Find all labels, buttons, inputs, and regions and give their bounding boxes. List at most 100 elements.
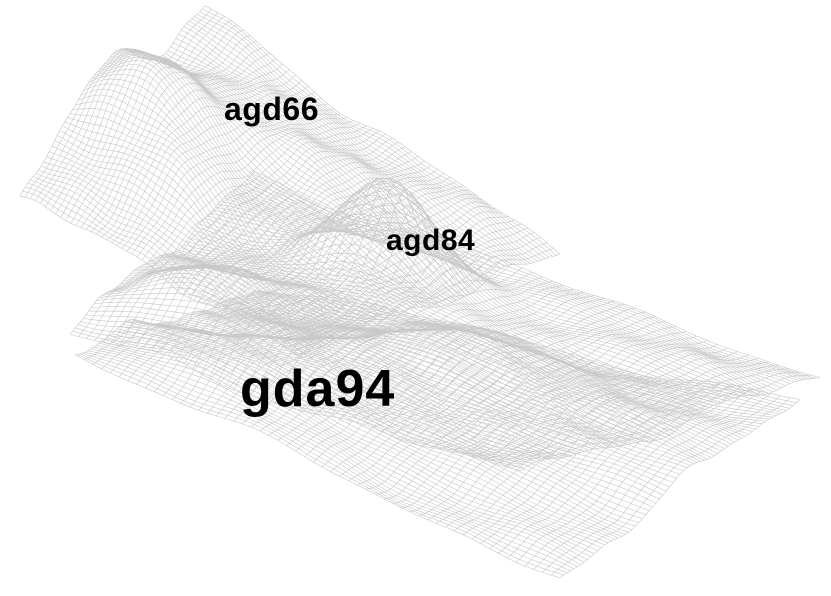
mesh-line-1-col-17 (64, 121, 364, 324)
mesh-line-2-col-69 (252, 173, 816, 379)
mesh-line-2-col-66 (244, 181, 803, 381)
mesh-line-3-col-60 (233, 297, 766, 422)
mesh-line-3-col-16 (117, 328, 616, 540)
mesh-line-3-col-8 (96, 344, 588, 560)
mesh-line-3-col-41 (183, 316, 701, 462)
mesh-line-1-col-70 (204, 5, 561, 255)
mesh-line-3-col-25 (141, 321, 646, 515)
mesh-line-3-col-17 (119, 326, 619, 539)
mesh-line-2-col-50 (201, 177, 735, 399)
mesh-line-2-col-61 (231, 191, 782, 388)
agd66-surface-label: agd66 (224, 91, 319, 127)
mesh-line-2-col-70 (254, 171, 821, 378)
mesh-line-3-col-69 (257, 291, 797, 403)
mesh-line-3-col-62 (238, 297, 773, 418)
mesh-line-1-col-24 (83, 83, 390, 319)
mesh-line-3-col-26 (143, 322, 650, 511)
mesh-line-3-col-68 (254, 291, 794, 406)
mesh-line-3-col-1 (77, 354, 564, 576)
mesh-line-2-col-64 (238, 186, 795, 383)
mesh-line-3-col-67 (252, 292, 790, 409)
mesh-line-2-col-59 (225, 195, 774, 393)
mesh-line-3-col-42 (185, 315, 705, 461)
mesh-line-1-col-35 (112, 50, 431, 308)
mesh-line-2-col-62 (233, 189, 786, 386)
mesh-line-3-col-50 (207, 310, 732, 445)
mesh-line-3-col-29 (151, 323, 660, 500)
mesh-line-3-col-10 (101, 340, 595, 554)
mesh-line-2-col-15 (109, 272, 585, 452)
mesh-line-2-col-52 (207, 180, 744, 397)
mesh-line-3-col-22 (133, 319, 636, 527)
mesh-line-3-col-31 (156, 323, 667, 492)
mesh-line-1-col-67 (196, 14, 550, 258)
mesh-line-3-col-19 (125, 321, 626, 535)
mesh-line-2-col-7 (88, 310, 551, 459)
agd84-wireframe-surface (69, 171, 821, 471)
mesh-line-3-col-4 (85, 351, 574, 569)
mesh-line-3-col-30 (154, 323, 664, 496)
mesh-line-3-col-13 (109, 335, 605, 546)
mesh-line-1-col-25 (85, 78, 394, 318)
mesh-line-3-col-54 (217, 304, 746, 437)
mesh-line-3-col-39 (178, 319, 694, 465)
mesh-line-2-col-46 (191, 203, 718, 405)
mesh-line-3-col-64 (244, 295, 780, 415)
mesh-line-2-col-63 (236, 188, 791, 384)
mesh-line-1-col-49 (149, 58, 483, 286)
mesh-line-2-col-32 (154, 258, 658, 441)
mesh-line-3-col-6 (90, 348, 581, 565)
mesh-line-3-col-2 (80, 353, 568, 574)
mesh-line-3-col-45 (193, 311, 715, 456)
mesh-line-3-col-63 (241, 296, 777, 416)
mesh-line-2-col-3 (77, 324, 533, 464)
mesh-line-2-col-35 (162, 254, 671, 435)
mesh-line-3-col-5 (88, 350, 578, 567)
mesh-line-2-col-49 (199, 181, 731, 400)
agd84-surface-label: agd84 (386, 224, 476, 257)
mesh-line-2-col-43 (183, 233, 705, 410)
mesh-line-1-col-60 (178, 33, 524, 265)
mesh-line-3-col-14 (111, 333, 609, 544)
mesh-line-3-col-43 (188, 313, 708, 460)
mesh-line-3-col-23 (135, 319, 639, 523)
mesh-line-1-col-29 (96, 60, 408, 311)
mesh-line-1-col-54 (162, 55, 501, 269)
mesh-line-1-col-51 (154, 58, 490, 279)
mesh-line-2-col-54 (212, 193, 752, 396)
mesh-line-3-col-9 (98, 342, 592, 557)
mesh-line-1-col-0 (19, 195, 301, 358)
mesh-line-1-row-23 (136, 120, 354, 258)
mesh-line-2-col-39 (173, 252, 688, 422)
mesh-line-3-col-0 (74, 354, 561, 579)
mesh-line-3-col-61 (236, 297, 770, 420)
mesh-line-3-col-24 (138, 320, 643, 519)
mesh-line-3-col-47 (199, 311, 722, 452)
mesh-line-1-col-28 (93, 64, 405, 312)
agd66-wireframe-surface (19, 5, 561, 358)
mesh-line-1-col-62 (183, 26, 531, 264)
mesh-line-1-col-55 (165, 52, 505, 267)
mesh-line-1-col-68 (199, 11, 553, 257)
mesh-line-1-col-56 (167, 50, 509, 266)
mesh-line-2-col-48 (196, 187, 726, 401)
mesh-line-1-row-21 (126, 113, 341, 252)
mesh-line-3-col-66 (249, 293, 787, 411)
mesh-line-3-row-51 (524, 391, 761, 567)
mesh-line-3-col-27 (146, 323, 653, 508)
mesh-line-3-col-49 (204, 310, 729, 447)
mesh-line-3-col-48 (201, 310, 725, 449)
mesh-line-2-col-12 (101, 287, 572, 456)
mesh-line-1-col-58 (173, 42, 516, 265)
mesh-line-2-col-42 (180, 243, 701, 413)
mesh-line-1-col-65 (191, 18, 542, 261)
gda94-wireframe-surface (74, 290, 801, 579)
mesh-line-3-col-21 (130, 319, 633, 530)
mesh-line-3-col-18 (122, 323, 622, 537)
mesh-line-2-col-51 (204, 177, 739, 398)
mesh-line-1-col-57 (170, 46, 512, 265)
mesh-line-3-col-65 (246, 294, 783, 413)
mesh-line-2-col-23 (130, 264, 619, 447)
mesh-line-1-col-69 (202, 8, 557, 256)
